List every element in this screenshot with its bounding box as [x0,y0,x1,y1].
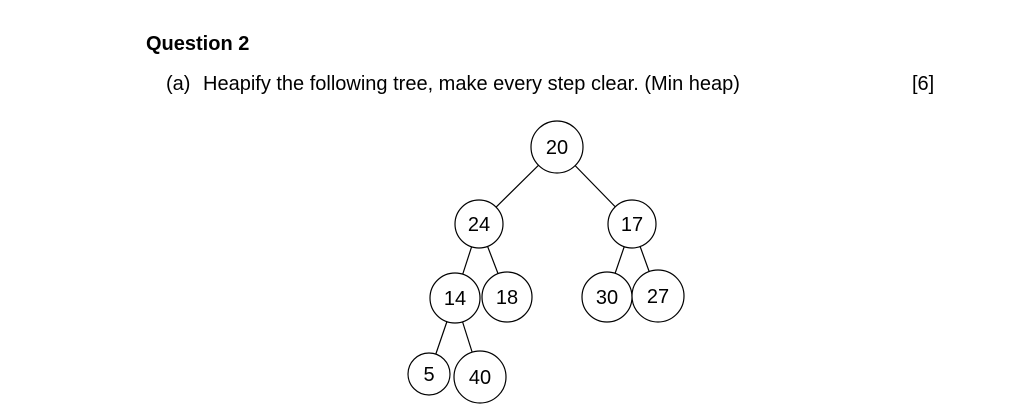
node-circle [407,352,451,396]
tree-node-5: 5 [407,352,451,396]
node-circle [453,350,507,404]
node-circle [631,269,685,323]
node-value: 24 [468,214,490,236]
tree-node-40: 40 [453,350,507,404]
node-value: 40 [469,367,491,389]
node-value: 14 [444,288,466,310]
node-circle [607,199,657,249]
node-value: 27 [647,286,669,308]
tree-node-17: 17 [607,199,657,249]
node-value: 5 [423,364,434,386]
question-heading: Question 2 [146,33,250,55]
node-value: 30 [596,287,618,309]
node-value: 18 [496,287,518,309]
node-value: 20 [546,137,568,159]
marks-badge: [6] [912,73,935,95]
node-circle [530,120,584,174]
node-circle [454,199,504,249]
node-circle [481,271,533,323]
tree-node-14: 14 [429,272,481,324]
part-text: Heapify the following tree, make every s… [203,73,740,95]
tree-node-30: 30 [581,271,633,323]
node-circle [429,272,481,324]
node-value: 17 [621,214,643,236]
part-label: (a) [166,73,191,95]
tree-node-20: 20 [530,120,584,174]
tree-node-18: 18 [481,271,533,323]
tree-node-27: 27 [631,269,685,323]
tree-node-24: 24 [454,199,504,249]
